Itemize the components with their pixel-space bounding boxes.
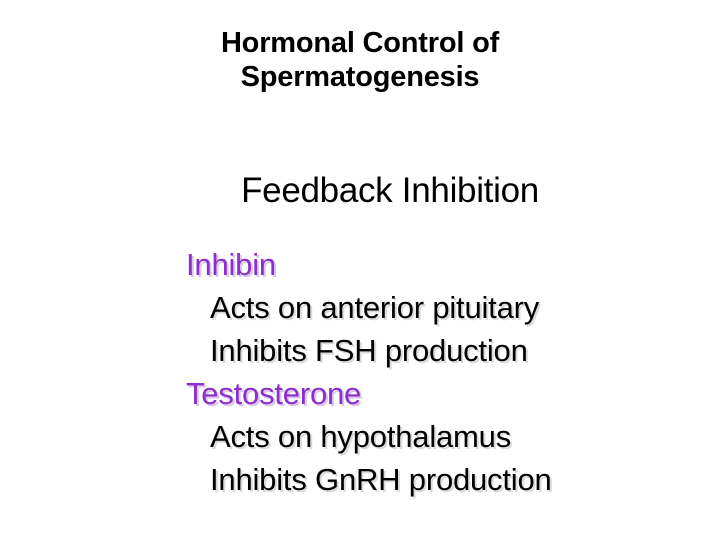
body-item-testosterone: Testosterone (186, 376, 362, 411)
slide-title-line-2: Spermatogenesis (240, 61, 480, 93)
body-item-inhibin: Inhibin (186, 247, 276, 282)
slide-body-list: Inhibin Acts on anterior pituitary Inhib… (186, 243, 706, 501)
body-item-acts-on-anterior-pituitary: Acts on anterior pituitary (210, 290, 540, 325)
slide-subtitle: Feedback Inhibition (110, 171, 670, 211)
body-item-inhibits-fsh-production: Inhibits FSH production (210, 333, 528, 368)
slide-title: Hormonal Control of Spermatogenesis (110, 26, 610, 94)
slide-subtitle-text: Feedback Inhibition (241, 171, 539, 210)
body-item-acts-on-hypothalamus: Acts on hypothalamus (210, 419, 512, 454)
body-item-inhibits-gnrh-production: Inhibits GnRH production (210, 462, 552, 497)
slide-title-line-1: Hormonal Control of (220, 27, 500, 59)
